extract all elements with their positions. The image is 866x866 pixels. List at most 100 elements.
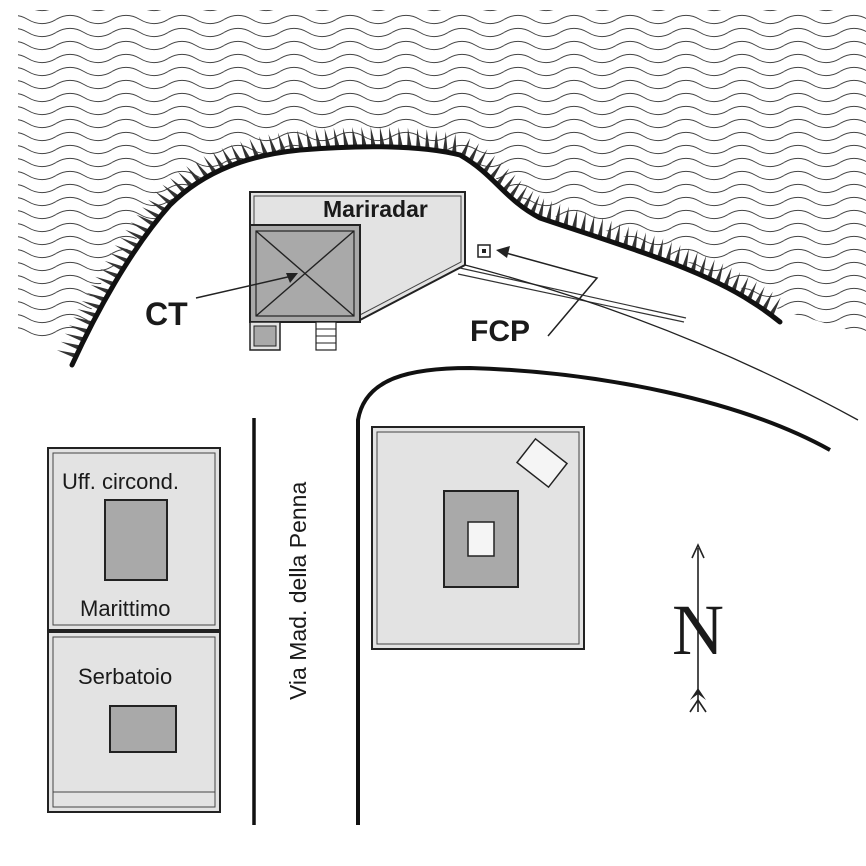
east-building <box>371 426 585 650</box>
hatch-mark <box>648 235 655 257</box>
hatch-mark <box>99 268 120 279</box>
hatch-mark <box>142 207 162 220</box>
hatch-mark <box>631 229 638 251</box>
hatch-mark <box>754 286 765 307</box>
fcp-leader-line <box>505 252 599 337</box>
hatch-mark <box>665 241 672 263</box>
street-label: Via Mad. della Penna <box>285 482 311 700</box>
hatch-mark <box>297 130 305 151</box>
hatch-mark <box>522 190 534 210</box>
hatch-mark <box>698 255 707 277</box>
hatch-mark <box>73 317 94 326</box>
hatch-mark <box>682 248 690 269</box>
hatch-mark <box>130 222 150 234</box>
hatch-mark <box>125 229 145 241</box>
hatch-mark <box>451 133 457 155</box>
hatch-mark <box>352 127 358 147</box>
hatch-mark <box>723 267 732 288</box>
hatch-mark <box>529 194 540 215</box>
hatch-mark <box>333 127 340 148</box>
fcp-label: FCP <box>470 315 530 348</box>
hatch-mark <box>639 232 646 254</box>
hatch-mark <box>342 127 349 148</box>
hatch-mark <box>306 129 314 150</box>
hatch-mark <box>597 217 604 239</box>
hatch-mark <box>119 237 140 249</box>
hatch-mark <box>605 220 612 242</box>
hatch-mark <box>416 128 421 149</box>
hatch-mark <box>468 143 480 163</box>
fcp-marker: FCP <box>470 244 599 348</box>
hatch-mark <box>515 185 528 205</box>
hatch-mark <box>249 138 260 158</box>
hatch-mark <box>170 178 187 194</box>
hatch-mark <box>148 199 167 213</box>
hatch-mark <box>324 128 331 149</box>
hatch-mark <box>109 252 130 264</box>
mariradar-compound: CT Mariradar <box>145 191 466 351</box>
hatch-mark <box>90 284 111 295</box>
hatch-mark <box>537 198 545 219</box>
hatch-mark <box>482 155 496 175</box>
hatch-mark <box>622 226 629 248</box>
hatch-mark <box>442 131 448 153</box>
ct-leader-line <box>195 275 293 299</box>
hatch-mark <box>407 127 412 148</box>
hatch-mark <box>715 263 724 284</box>
hatch-mark <box>502 174 516 193</box>
hatch-mark <box>673 245 681 266</box>
ct-label: CT <box>145 296 188 332</box>
small-rotated-structure <box>515 437 569 489</box>
hatch-mark <box>389 126 394 148</box>
hatch-mark <box>554 203 561 225</box>
serbatoio-label: Serbatoio <box>78 664 172 689</box>
hatch-mark <box>434 130 439 151</box>
hatch-mark <box>136 214 156 227</box>
coastline <box>69 144 783 368</box>
hatch-mark <box>104 260 125 271</box>
hatch-mark <box>563 206 569 228</box>
serbatoio-building: Serbatoio <box>47 631 221 813</box>
hatch-mark <box>614 223 621 245</box>
hatch-mark <box>60 341 82 350</box>
hatch-mark <box>258 136 269 156</box>
hatch-mark <box>155 191 173 206</box>
road-edge-east <box>356 365 831 825</box>
hatch-mark <box>240 141 251 161</box>
hatch-mark <box>81 300 102 310</box>
hatch-mark <box>77 308 98 318</box>
hatch-mark <box>738 276 749 297</box>
hatch-mark <box>489 161 503 181</box>
hatch-mark <box>545 200 552 222</box>
north-arrow-icon: N <box>672 543 724 713</box>
hatch-mark <box>212 151 226 170</box>
stairs <box>315 321 337 351</box>
hatch-mark <box>268 134 278 154</box>
hatch-mark <box>731 271 741 292</box>
hatch-mark <box>580 212 586 233</box>
uff-label-line1: Uff. circond. <box>62 469 179 494</box>
hatch-mark <box>425 129 430 150</box>
hatch-mark <box>221 147 234 167</box>
hatch-mark <box>398 127 403 148</box>
hatch-mark <box>588 214 595 236</box>
shoreline-hatching <box>56 126 781 359</box>
hatch-mark <box>495 168 510 187</box>
hatch-mark <box>361 126 367 147</box>
hatch-mark <box>769 297 781 317</box>
hatch-mark <box>690 251 698 273</box>
hatch-mark <box>114 245 135 256</box>
road-edge <box>464 264 859 421</box>
hatch-mark <box>379 126 385 147</box>
hatch-mark <box>571 209 578 231</box>
hatch-mark <box>86 292 107 302</box>
hatch-mark <box>230 144 243 164</box>
hatch-mark <box>370 126 376 147</box>
hatch-mark <box>706 259 715 280</box>
hatch-mark <box>460 137 471 158</box>
access-path <box>457 273 685 323</box>
hatch-mark <box>656 238 664 260</box>
hatch-mark <box>746 281 757 302</box>
hatch-mark <box>64 333 86 342</box>
